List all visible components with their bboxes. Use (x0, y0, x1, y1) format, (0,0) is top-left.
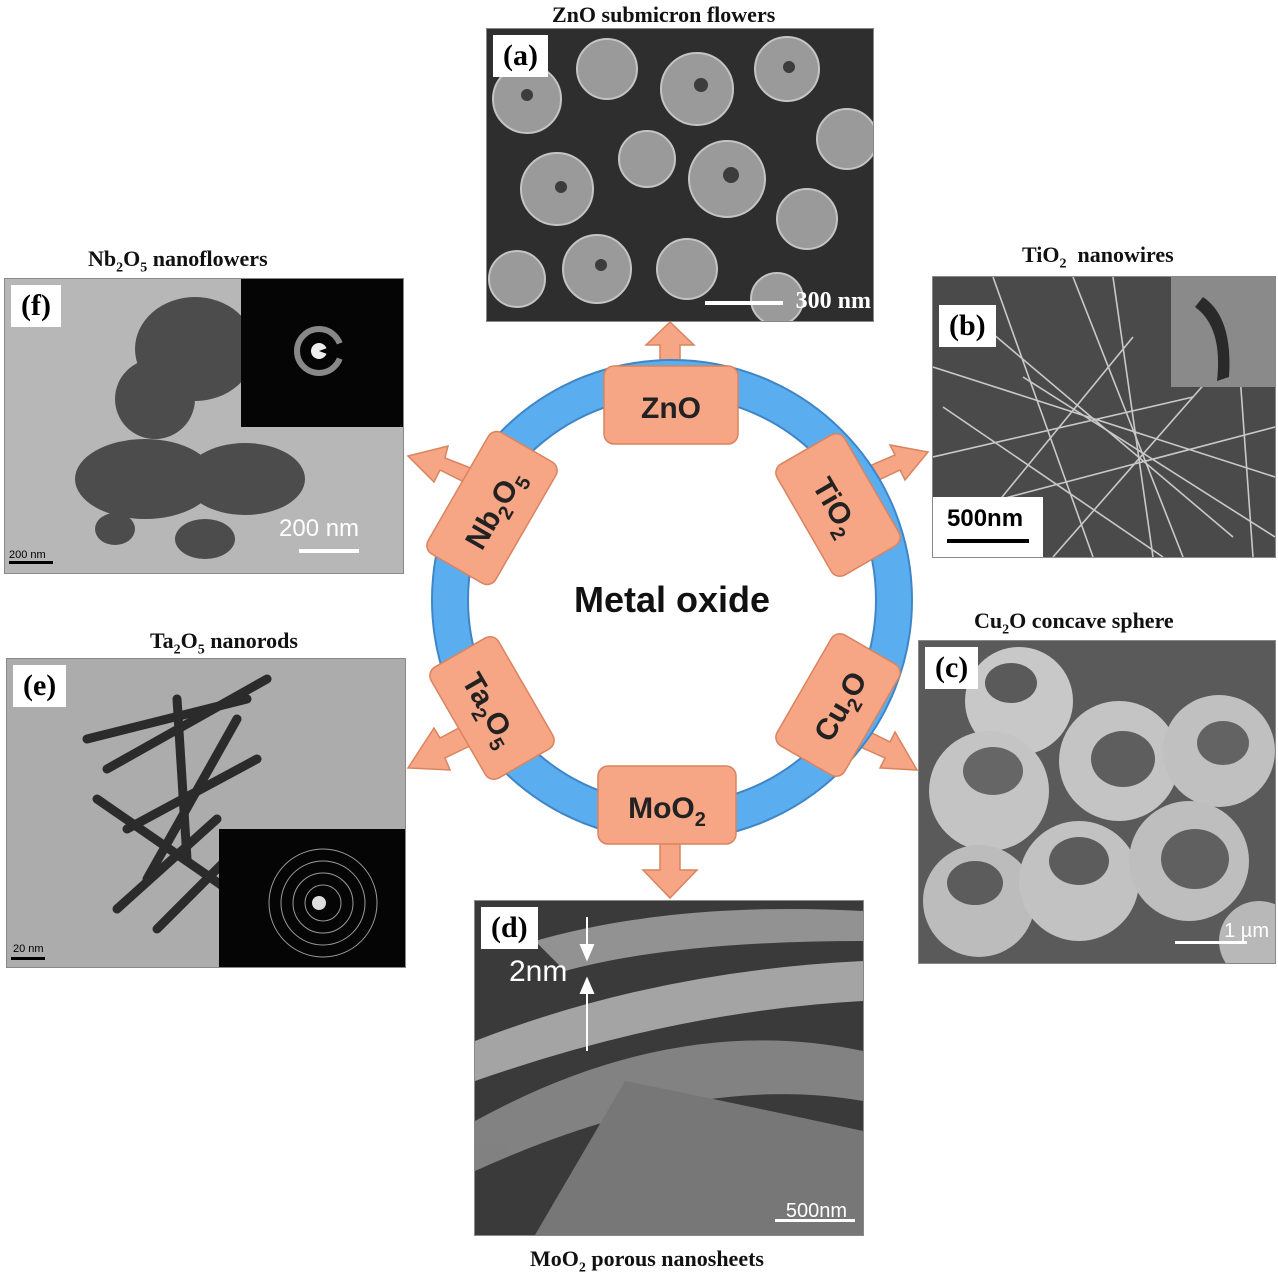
scale-bar-label-f: 200 nm (279, 515, 360, 542)
micrograph-panel-a: (a) 300 nm (486, 28, 874, 322)
caption-panel-e: Ta2O5 nanorods (150, 628, 298, 658)
center-title: Metal oxide (574, 579, 770, 620)
micrograph-panel-d: (d) 2nm 500nm (474, 900, 864, 1236)
node-moo2: MoO2 (597, 765, 737, 845)
caption-panel-f: Nb2O5 nanoflowers (88, 246, 268, 276)
thickness-label-d: 2nm (509, 955, 568, 988)
svg-text:MoO2: MoO2 (628, 792, 706, 831)
node-nb2o5: Nb2O5 (426, 430, 558, 586)
panel-tag-f: (f) (11, 285, 61, 327)
node-tio2: TiO2 (775, 432, 901, 578)
scale-bar-label-b: 500nm (947, 505, 1024, 532)
panel-tag-b: (b) (939, 305, 996, 347)
svg-text:ZnO: ZnO (641, 392, 701, 425)
panel-tag-d: (d) (481, 907, 538, 949)
arrows (406, 320, 930, 900)
node-ta2o5: Ta2O5 (429, 635, 555, 781)
small-scale-bar-label-f: 200 nm (9, 549, 46, 561)
panel-tag-e: (e) (13, 665, 67, 707)
arrow-to-panel-d (641, 837, 699, 900)
micrograph-panel-b: (b) 500nm (932, 276, 1276, 558)
scale-bar-label-d: 500nm (785, 1200, 847, 1222)
micrograph-panel-e: (e) 20 nm (6, 658, 406, 968)
caption-panel-d: MoO2 porous nanosheets (530, 1246, 764, 1276)
caption-panel-b: TiO2 nanowires (1022, 242, 1174, 272)
caption-panel-a: ZnO submicron flowers (552, 2, 776, 27)
node-cu2o: Cu2O (775, 632, 901, 778)
panel-tag-c: (c) (925, 647, 979, 689)
scale-bar-label-a: 300 nm (795, 288, 871, 314)
caption-panel-c: Cu2O concave sphere (974, 608, 1174, 638)
panel-tag-a: (a) (493, 35, 548, 77)
micrograph-panel-c: (c) 1 µm (918, 640, 1276, 964)
scale-bar-label-c: 1 µm (1224, 920, 1269, 942)
scale-bar-label-e: 20 nm (13, 943, 44, 955)
micrograph-panel-f: (f) 200 nm 200 nm (4, 278, 404, 574)
node-zno: ZnO (603, 365, 739, 445)
